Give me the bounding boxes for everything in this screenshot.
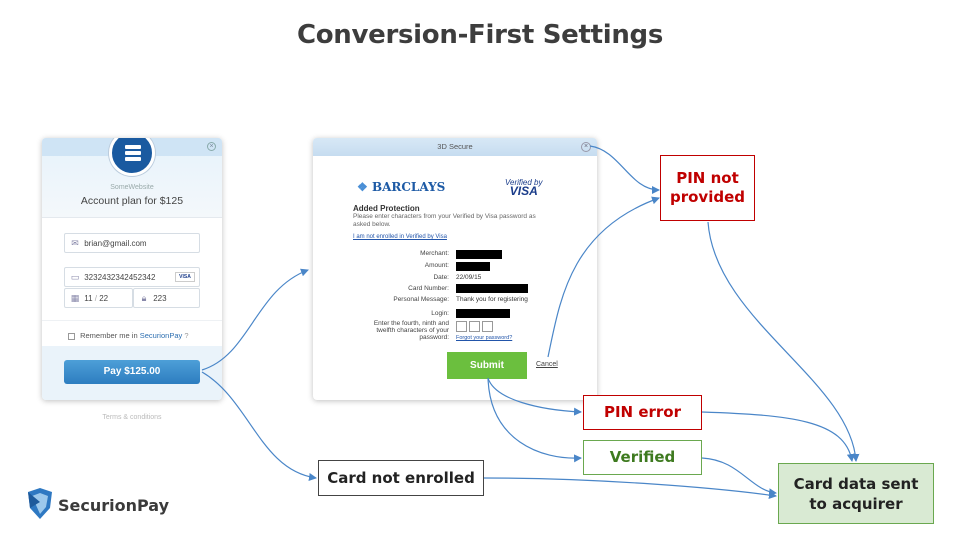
close-icon[interactable]: × xyxy=(581,142,591,152)
card-not-enrolled-box: Card not enrolled xyxy=(318,460,484,496)
merchant-label: Merchant: xyxy=(420,250,449,257)
submit-button[interactable]: Submit xyxy=(447,352,527,379)
acquirer-line2: to acquirer xyxy=(809,495,903,513)
card-number-redacted xyxy=(456,284,528,293)
remember-label: Remember me in xyxy=(80,331,138,340)
forgot-password-link[interactable]: Forgot your password? xyxy=(456,335,513,341)
login-redacted xyxy=(456,309,510,318)
envelope-icon: ✉ xyxy=(71,238,79,248)
card-number-value: 3232432342452342 xyxy=(84,273,156,282)
verified-by-visa-logo: Verified by VISA xyxy=(505,178,543,198)
pin-not-provided-line1: PIN not xyxy=(676,169,739,187)
password-char-2[interactable] xyxy=(469,321,480,332)
3d-secure-title-bar: 3D Secure × xyxy=(313,138,597,156)
divider xyxy=(42,320,222,321)
expiry-year: 22 xyxy=(99,294,109,303)
server-logo-icon xyxy=(109,138,155,176)
date-label: Date: xyxy=(433,274,449,281)
cancel-link[interactable]: Cancel xyxy=(536,361,558,368)
lock-icon: 🔒︎ xyxy=(141,293,147,303)
email-value: brian@gmail.com xyxy=(84,239,147,248)
barclays-logo: ❖ BARCLAYS xyxy=(357,180,445,194)
personal-message-value: Thank you for registering xyxy=(456,296,528,303)
card-number-field[interactable]: ▭ 3232432342452342 VISA xyxy=(64,267,200,287)
securionpay-shield-icon xyxy=(28,488,52,519)
card-number-label: Card Number: xyxy=(408,285,449,292)
amount-redacted xyxy=(456,262,490,271)
password-char-3[interactable] xyxy=(482,321,493,332)
remember-me[interactable]: Remember me in SecurionPay ? xyxy=(68,331,189,340)
acquirer-line1: Card data sent xyxy=(793,475,919,493)
3d-secure-title: 3D Secure xyxy=(437,142,473,151)
arrow-pin-error-to-acquirer xyxy=(701,411,855,462)
pin-not-provided-line2: provided xyxy=(669,188,745,206)
password-char-1[interactable] xyxy=(456,321,467,332)
date-value: 22/09/15 xyxy=(456,274,482,281)
cvc-value: 223 xyxy=(153,294,167,303)
card-icon: ▭ xyxy=(70,272,80,282)
personal-message-label: Personal Message: xyxy=(393,296,449,303)
not-enrolled-link[interactable]: I am not enrolled in Verified by Visa xyxy=(353,234,447,240)
pay-button[interactable]: Pay $125.00 xyxy=(64,360,200,384)
login-label: Login: xyxy=(431,310,449,317)
close-icon[interactable]: × xyxy=(207,142,216,151)
amount-label: Amount: xyxy=(424,262,449,269)
arrow-not-enrolled-to-acquirer xyxy=(483,477,777,499)
arrow-verified-to-acquirer xyxy=(701,457,777,497)
visa-badge: VISA xyxy=(175,272,195,282)
calendar-icon: ▦ xyxy=(70,293,80,303)
card-data-sent-box: Card data sent to acquirer xyxy=(778,463,934,524)
added-protection-heading: Added Protection xyxy=(353,204,420,213)
email-field[interactable]: ✉ brian@gmail.com xyxy=(64,233,200,253)
merchant-redacted xyxy=(456,250,502,259)
eagle-icon: ❖ xyxy=(357,180,368,194)
bank-name: BARCLAYS xyxy=(371,180,446,194)
remember-brand: SecurionPay xyxy=(139,331,183,340)
site-name: SomeWebsite xyxy=(110,184,154,191)
arrow-pin-not-to-acquirer xyxy=(707,221,860,462)
instructions: Please enter characters from your Verifi… xyxy=(353,213,536,228)
page-title: Conversion-First Settings xyxy=(296,20,664,50)
verified-line2: VISA xyxy=(509,184,538,198)
expiry-month: 11 xyxy=(84,294,93,303)
3d-secure-window: 3D Secure × ❖ BARCLAYS Verified by VISA … xyxy=(313,138,597,400)
arrow-close-to-pin-not xyxy=(589,145,660,194)
pin-error-box: PIN error xyxy=(583,395,702,430)
plan-title: Account plan for $125 xyxy=(80,195,184,207)
securionpay-brand-name: SecurionPay xyxy=(58,496,170,515)
terms-link[interactable]: Terms & conditions xyxy=(102,414,162,421)
pin-not-provided-box: PIN not provided xyxy=(660,155,755,221)
verified-box: Verified xyxy=(583,440,702,475)
expiry-field[interactable]: ▦ 11 / 22 xyxy=(64,288,133,308)
cvc-field[interactable]: 🔒︎ 223 xyxy=(133,288,200,308)
remember-checkbox[interactable] xyxy=(68,332,75,340)
checkout-widget: × SomeWebsite Account plan for $125 ✉ br… xyxy=(42,138,222,400)
verified-line1: Verified by xyxy=(505,178,543,187)
checkout-header: × SomeWebsite Account plan for $125 xyxy=(42,138,222,218)
help-icon: ? xyxy=(184,331,189,340)
password-prompt: Enter the fourth, ninth and twelfth char… xyxy=(373,320,449,341)
